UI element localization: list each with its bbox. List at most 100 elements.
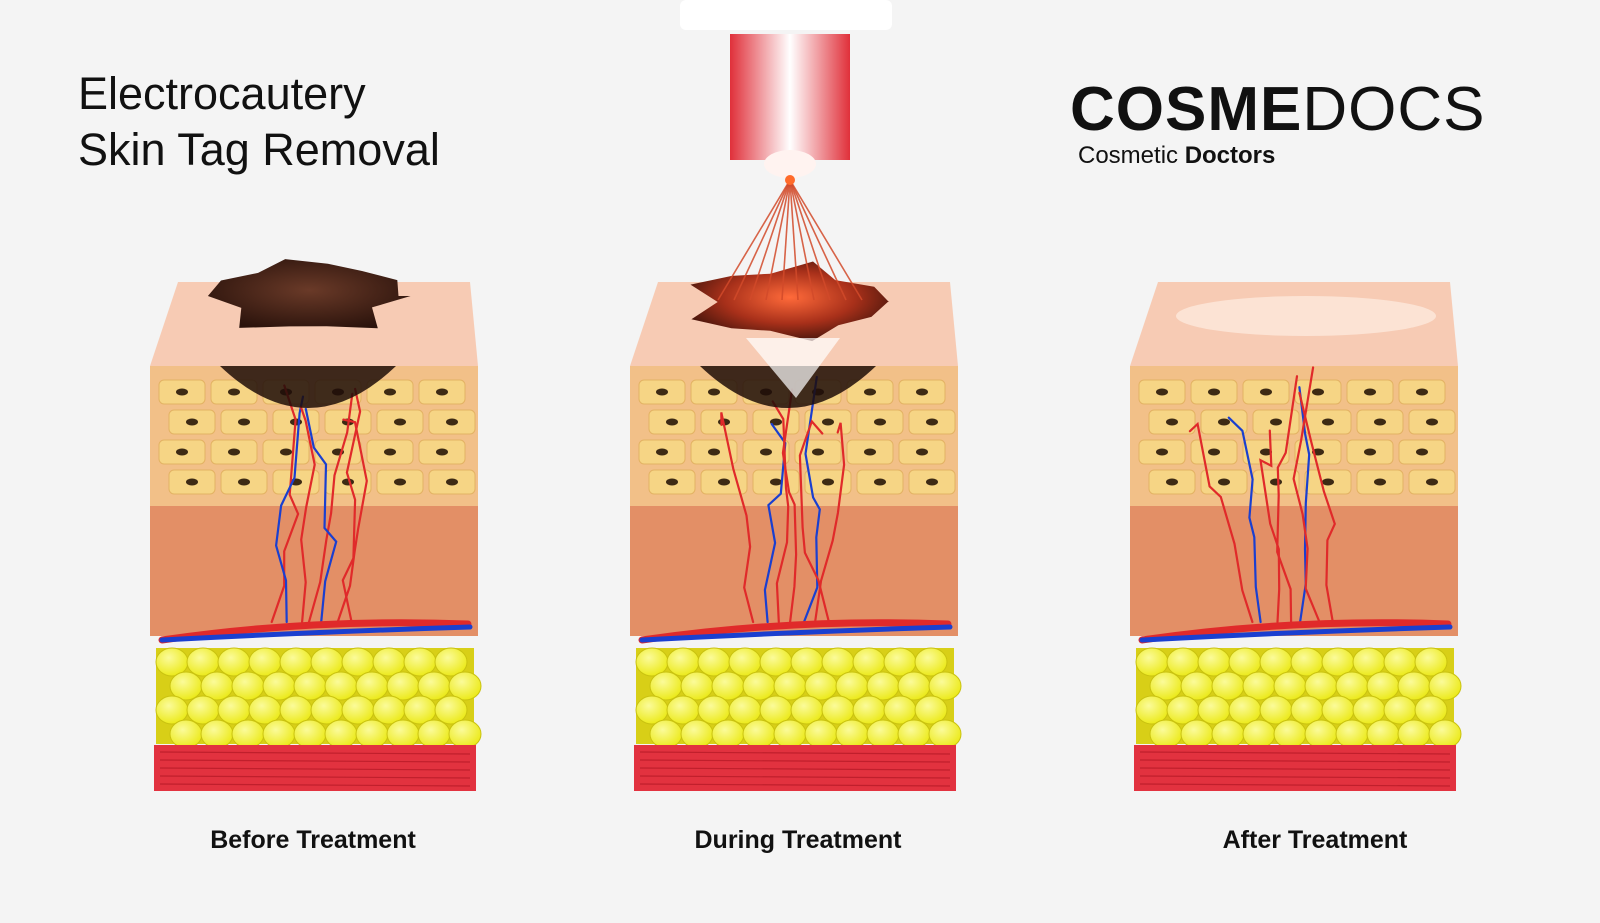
blood-vessel [802, 375, 821, 624]
cell-nucleus [1312, 388, 1324, 396]
blood-vessel [1259, 429, 1281, 624]
logo-wordmark-light: DOCS [1302, 75, 1486, 144]
blood-vessel [274, 395, 305, 624]
skin-section [150, 259, 482, 791]
cell-nucleus [822, 418, 834, 426]
cell-nucleus [916, 388, 928, 396]
logo-tagline-bold: Doctors [1184, 142, 1276, 169]
cell-nucleus [812, 448, 824, 456]
healed-skin-highlight [1176, 296, 1436, 336]
fat-cell [169, 719, 203, 749]
cell-nucleus [1166, 418, 1178, 426]
skin-section [1130, 282, 1462, 791]
cell-nucleus [176, 388, 188, 396]
fat-cell [386, 719, 420, 749]
cell-nucleus [822, 478, 834, 486]
logo-tagline-light: Cosmetic [1078, 142, 1185, 169]
cell-nucleus [394, 478, 406, 486]
blood-vessel [1276, 375, 1299, 624]
fat-cell [742, 719, 776, 749]
cell-nucleus [436, 388, 448, 396]
cell-nucleus [1270, 418, 1282, 426]
cell-nucleus [238, 418, 250, 426]
cell-nucleus [1416, 388, 1428, 396]
laser-tip-glow [764, 150, 816, 178]
fat-cell [324, 719, 358, 749]
fat-cell [1180, 719, 1214, 749]
muscle-fiber [159, 767, 471, 771]
blood-vessel [1292, 366, 1321, 624]
laser-beam [789, 179, 799, 301]
muscle-fiber [159, 759, 471, 763]
skin-tag [690, 261, 889, 342]
caption-during-treatment: During Treatment [694, 826, 902, 854]
artery [638, 619, 952, 644]
fat-cell [200, 719, 234, 749]
cell-nucleus [384, 448, 396, 456]
skin-section [630, 261, 962, 791]
blood-vessel [299, 405, 316, 624]
laser-beam [749, 179, 791, 301]
vein [1139, 624, 1453, 643]
blood-vessel [341, 387, 362, 624]
cell-nucleus [718, 478, 730, 486]
title-line-2: Skin Tag Removal [78, 124, 440, 175]
laser-focus-point [785, 175, 795, 185]
fat-cell [649, 719, 683, 749]
fat-cell [1335, 719, 1369, 749]
fat-cell [1273, 719, 1307, 749]
muscle-fiber [1139, 759, 1451, 763]
muscle-fiber [159, 775, 471, 779]
cell-nucleus [1270, 478, 1282, 486]
fat-cell [711, 719, 745, 749]
cell-nucleus [238, 478, 250, 486]
fat-cell [773, 719, 807, 749]
fat-cell [434, 695, 468, 725]
laser-beam [781, 179, 791, 301]
fat-cell [448, 719, 482, 749]
cell-nucleus [770, 478, 782, 486]
laser-device [730, 34, 850, 160]
blood-vessel [307, 392, 354, 624]
cell-nucleus [926, 418, 938, 426]
cell-nucleus [1156, 388, 1168, 396]
blood-vessel [1227, 416, 1262, 624]
cell-nucleus [1322, 478, 1334, 486]
muscle-fiber [639, 775, 951, 779]
laser-beam [733, 179, 791, 301]
muscle-fiber [639, 751, 951, 755]
fat-cell [1211, 719, 1245, 749]
blood-vessel [270, 384, 300, 624]
dermis-layer [150, 506, 478, 636]
blood-vessel [781, 388, 798, 624]
dermis-layer [630, 506, 958, 636]
logo-tagline: Cosmetic Doctors [1078, 142, 1486, 170]
fat-cell [434, 647, 468, 677]
page-title: Electrocautery Skin Tag Removal [78, 66, 440, 178]
fat-cell [1414, 647, 1448, 677]
caption-before-treatment: Before Treatment [210, 826, 416, 854]
fat-cell [914, 695, 948, 725]
cell-nucleus [1374, 478, 1386, 486]
blood-vessel [814, 422, 846, 624]
laser-beam [717, 179, 791, 301]
fat-cell [1242, 719, 1276, 749]
fat-cell [680, 719, 714, 749]
logo-wordmark-bold: COSME [1070, 75, 1303, 144]
muscle-fiber [639, 767, 951, 771]
cell-nucleus [1218, 478, 1230, 486]
blood-vessel [1298, 391, 1336, 624]
cell-nucleus [1426, 478, 1438, 486]
skin-tag-root [220, 366, 396, 408]
fat-cell [835, 719, 869, 749]
cell-nucleus [666, 478, 678, 486]
cell-nucleus [770, 418, 782, 426]
caption-after-treatment: After Treatment [1222, 826, 1408, 854]
cell-nucleus [666, 418, 678, 426]
cell-nucleus [1426, 418, 1438, 426]
cell-nucleus [1156, 448, 1168, 456]
cell-nucleus [864, 448, 876, 456]
fat-cell [293, 719, 327, 749]
cell-nucleus [384, 388, 396, 396]
blood-vessel [720, 412, 755, 624]
